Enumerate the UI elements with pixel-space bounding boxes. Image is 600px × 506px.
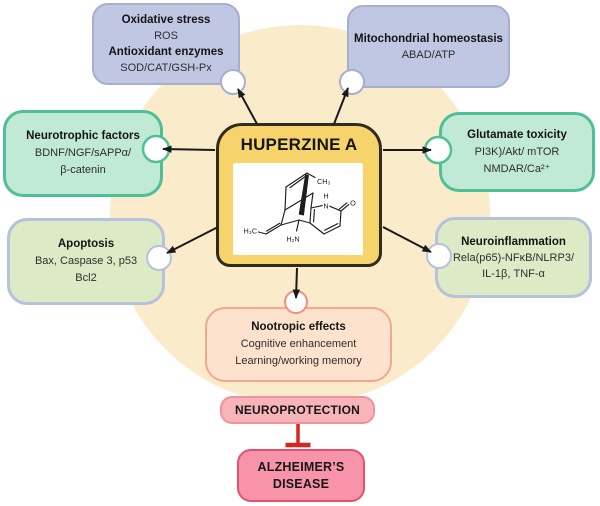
node-oxidative-stress: Oxidative stress ROS Antioxidant enzymes…: [92, 3, 240, 85]
node-line: BDNF/NGF/sAPPα/: [34, 147, 132, 159]
huperzine-title: HUPERZINE A: [240, 135, 358, 154]
node-line: ROS: [154, 30, 178, 42]
node-mitochondrial-homeostasis: Mitochondrial homeostasis ABAD/ATP: [347, 5, 510, 88]
node-alzheimers-disease: ALZHEIMER’S DISEASE: [237, 449, 365, 502]
huperzine-structure: CH₃ H N O H₃C H₂N: [243, 172, 356, 244]
node-title: Nootropic effects: [251, 321, 346, 333]
label-methyl-top: CH₃: [317, 177, 331, 186]
disease-label-line2: DISEASE: [272, 476, 330, 491]
node-line: Antioxidant enzymes: [108, 46, 224, 58]
node-line: Rela(p65)-NFκB/NLRP3/: [452, 251, 575, 264]
node-line: Cognitive enhancement: [240, 338, 357, 350]
node-line: Bcl2: [75, 272, 97, 284]
node-title: Neuroinflammation: [461, 235, 566, 248]
node-title: Oxidative stress: [121, 14, 211, 26]
node-line: PI3K)/Akt/ mTOR: [474, 145, 560, 158]
disease-label-line1: ALZHEIMER’S: [257, 459, 345, 474]
node-neurotrophic-factors: Neurotrophic factors BDNF/NGF/sAPPα/ β-c…: [3, 110, 163, 197]
node-neuroinflammation: Neuroinflammation Rela(p65)-NFκB/NLRP3/ …: [435, 217, 592, 298]
label-nh-hydrogen: H: [323, 192, 328, 201]
node-title: Mitochondrial homeostasis: [354, 32, 503, 45]
node-neuroprotection: NEUROPROTECTION: [220, 396, 375, 424]
node-line: IL-1β, TNF-α: [482, 267, 545, 280]
node-line: SOD/CAT/GSH-Px: [120, 62, 212, 74]
node-line: ABAD/ATP: [401, 48, 456, 61]
label-amine: H₂N: [286, 235, 299, 244]
neuroprotection-label: NEUROPROTECTION: [234, 403, 360, 417]
node-title: Apoptosis: [57, 238, 115, 250]
node-apoptosis: Apoptosis Bax, Caspase 3, p53 Bcl2: [7, 218, 165, 305]
node-nootropic-effects: Nootropic effects Cognitive enhancement …: [205, 307, 392, 382]
node-line: β-catenin: [60, 164, 106, 176]
label-ring-nitrogen: N: [323, 202, 328, 211]
node-huperzine-a: HUPERZINE A: [216, 123, 382, 267]
node-title: Glutamate toxicity: [467, 128, 567, 141]
molecule-panel: CH₃ H N O H₃C H₂N: [233, 163, 363, 255]
node-line: Learning/working memory: [235, 355, 362, 367]
node-title: Neurotrophic factors: [26, 130, 140, 142]
label-methyl-left: H₃C: [243, 227, 257, 236]
node-glutamate-toxicity: Glutamate toxicity PI3K)/Akt/ mTOR NMDAR…: [439, 112, 595, 192]
label-carbonyl-oxygen: O: [350, 199, 356, 208]
node-line: NMDAR/Ca²⁺: [483, 162, 551, 175]
node-line: Bax, Caspase 3, p53: [34, 255, 138, 267]
